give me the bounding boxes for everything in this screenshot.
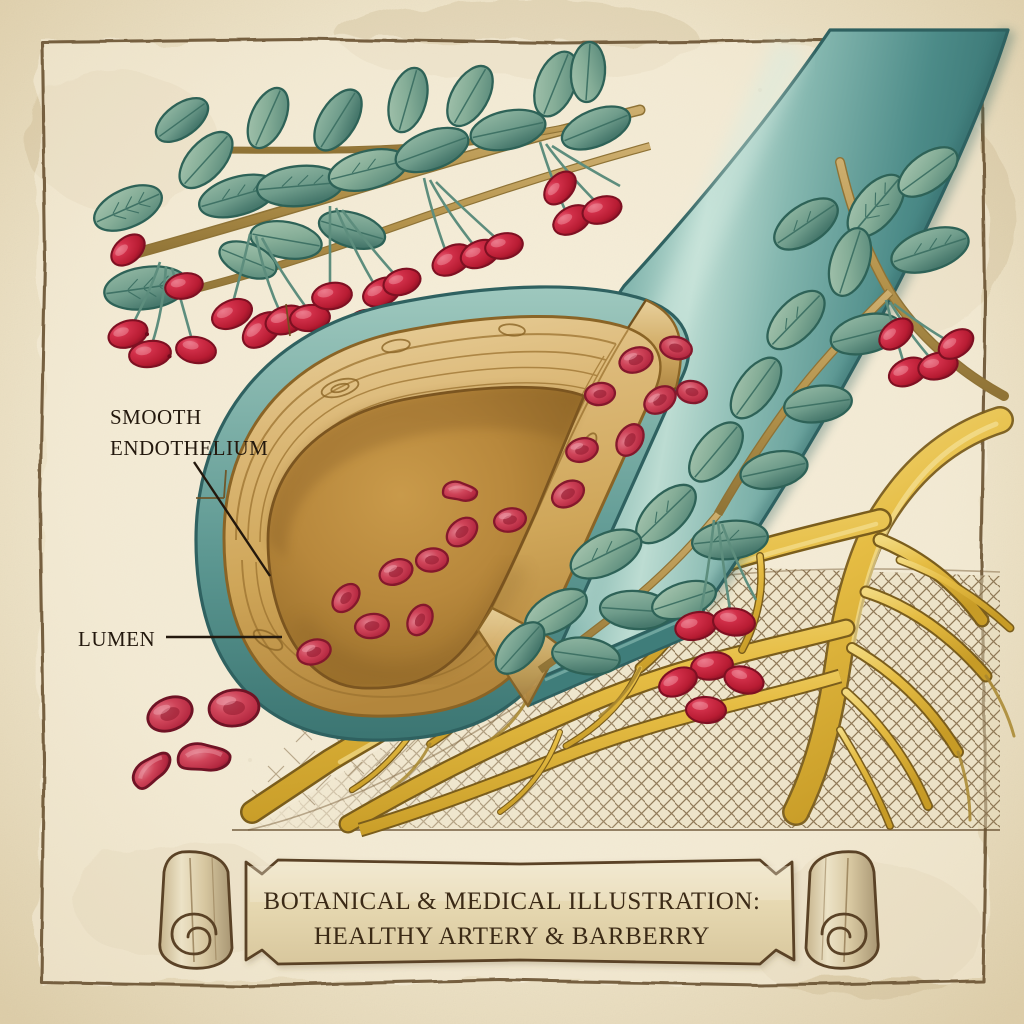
blood-cells-in-lumen — [296, 335, 709, 666]
leaf-group-upper-left — [93, 40, 632, 311]
banner-title-line1: Botanical & Medical Illustration: — [263, 888, 761, 915]
berry-cluster-right-mid — [658, 607, 765, 725]
berry-cluster-right-upper — [878, 317, 975, 388]
label-smooth-endothelium: Smooth Endothelium — [110, 402, 268, 464]
label-endothelium-line1: Smooth — [110, 405, 202, 429]
label-lumen: Lumen — [78, 627, 156, 651]
barberry-branch-right — [494, 146, 1009, 725]
label-leader-lines — [166, 461, 282, 639]
barberry-branch-upper-left — [93, 40, 652, 402]
label-endothelium-line2: Endothelium — [110, 436, 269, 460]
scroll-left-curl — [158, 850, 234, 970]
scroll-right-curl — [804, 850, 880, 970]
leader-line-endothelium — [193, 461, 271, 577]
title-scroll-banner — [158, 850, 880, 970]
banner-title-line2: Healthy Artery & Barberry — [313, 923, 711, 950]
banner-title: Botanical & Medical Illustration: Health… — [232, 884, 792, 954]
blood-cells-free — [131, 688, 261, 790]
border-frame — [38, 37, 988, 988]
berry-stems-right-mid — [698, 519, 758, 615]
